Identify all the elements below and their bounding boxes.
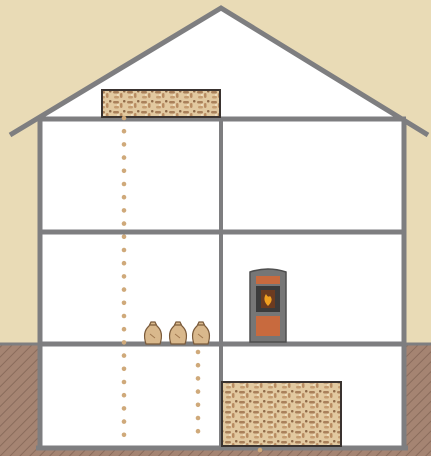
pellet-stove-icon (250, 269, 286, 342)
feed-dot (196, 350, 201, 355)
roof-fill (40, 8, 404, 119)
feed-dot (122, 393, 127, 398)
feed-dot (122, 142, 127, 147)
feed-dot (122, 433, 127, 438)
feed-dot (122, 353, 127, 358)
feed-dot (122, 182, 127, 187)
feed-dot (122, 287, 127, 292)
feed-dot (196, 429, 201, 434)
feed-dot (122, 208, 127, 213)
feed-dot (196, 376, 201, 381)
house (10, 8, 428, 450)
feed-dot (122, 169, 127, 174)
feed-dot (196, 363, 201, 368)
attic-pellet-storage (102, 90, 220, 117)
feed-dot (196, 389, 201, 394)
feed-dot (122, 221, 127, 226)
feed-dot (122, 235, 127, 240)
feed-line-basement (258, 448, 263, 453)
pellet-bags (145, 322, 210, 344)
feed-dot (122, 419, 127, 424)
feed-dot (122, 248, 127, 253)
feed-dot (122, 327, 127, 332)
feed-dot (122, 116, 127, 121)
basement-pellet-storage (222, 382, 341, 446)
feed-dot (196, 403, 201, 408)
feed-dot (122, 129, 127, 134)
feed-dot (122, 314, 127, 319)
feed-dot (196, 416, 201, 421)
feed-dot (122, 301, 127, 306)
feed-dot (122, 406, 127, 411)
feed-dot (122, 380, 127, 385)
feed-dot (122, 367, 127, 372)
feed-dot (122, 155, 127, 160)
feed-dot (122, 340, 127, 345)
feed-dot (122, 274, 127, 279)
feed-dot (122, 195, 127, 200)
feed-dot (122, 261, 127, 266)
feed-dot (258, 448, 263, 453)
